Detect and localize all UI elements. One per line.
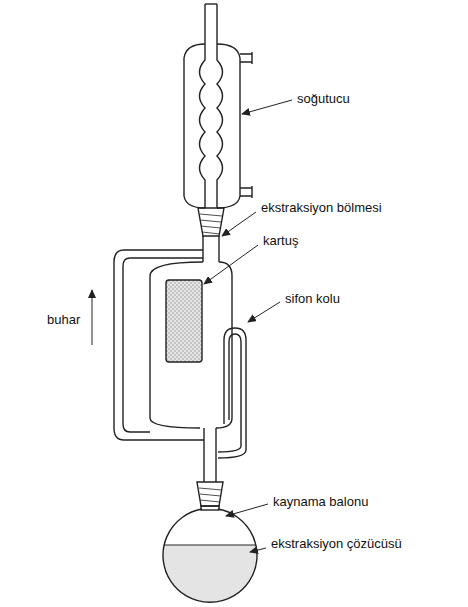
solvent-label: ekstraksiyon çözücüsü bbox=[270, 536, 403, 551]
vapor-label: buhar bbox=[46, 312, 81, 327]
flask-label: kaynama balonu bbox=[272, 494, 369, 509]
glassware bbox=[114, 4, 260, 607]
chamber-label: ekstraksiyon bölmesi bbox=[260, 200, 383, 215]
leader-lines bbox=[92, 100, 292, 552]
condenser-label: soğutucu bbox=[296, 91, 351, 106]
thimble-label: kartuş bbox=[262, 233, 299, 248]
siphon-label: sifon kolu bbox=[284, 291, 341, 306]
